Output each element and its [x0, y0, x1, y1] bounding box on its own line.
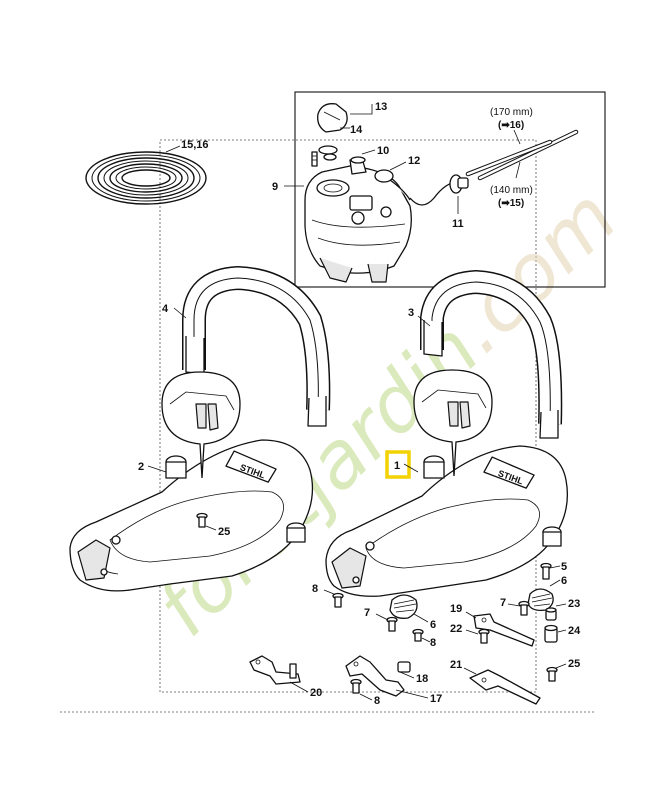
screw-8-middle-part [412, 628, 424, 642]
highlight-box-callout-1 [385, 450, 411, 479]
bracket-18-part [345, 655, 411, 697]
callout-6-right: 6 [561, 575, 567, 587]
callout-23: 23 [568, 598, 580, 610]
dim-hose-long-ref: (➡16) [498, 120, 524, 131]
screw-25-right-part [546, 666, 558, 682]
loop-handle-right-part [420, 269, 563, 439]
coiled-trimmer-line-part [85, 151, 207, 205]
callout-3: 3 [408, 307, 414, 319]
callout-6-left: 6 [430, 619, 436, 631]
dim-hose-long: (170 mm) [490, 107, 533, 118]
nut-23-part [545, 607, 557, 621]
inset-screw-part [311, 151, 318, 167]
callout-19: 19 [450, 603, 462, 615]
callout-14: 14 [350, 124, 363, 136]
callout-17: 17 [430, 693, 442, 705]
callout-10: 10 [377, 145, 389, 157]
detail-magnifier-right [413, 369, 493, 477]
dim-hose-short: (140 mm) [490, 185, 533, 196]
callout-5: 5 [561, 561, 567, 573]
callout-8-middle: 8 [430, 637, 436, 649]
callout-9: 9 [272, 181, 278, 193]
screw-7-middle-part [386, 616, 398, 632]
callout-12: 12 [408, 155, 420, 167]
callout-1: 1 [394, 460, 400, 472]
screw-8-lower-part [350, 678, 362, 694]
callout-4: 4 [162, 303, 169, 315]
callout-25-left: 25 [218, 526, 230, 538]
bracket-21-part [469, 669, 541, 705]
callout-13: 13 [375, 101, 387, 113]
spring-6-right-part [527, 588, 554, 612]
callout-24: 24 [568, 625, 581, 637]
callout-25-right: 25 [568, 658, 580, 670]
fuel-grommet-part [349, 156, 367, 175]
screw-8-upper-part [332, 592, 344, 608]
callout-21: 21 [450, 659, 462, 671]
screw-25-left-part [196, 512, 208, 528]
dim-hose-short-ref: (➡15) [498, 198, 524, 209]
callout-7-middle: 7 [364, 607, 370, 619]
callout-18: 18 [416, 673, 428, 685]
spring-6-left-part [389, 594, 418, 619]
frame-right-part: STIHL [325, 445, 569, 597]
detail-magnifier-left [161, 371, 241, 479]
callout-8-upper: 8 [312, 583, 318, 595]
frame-left-part: STIHL [69, 439, 314, 592]
callout-20: 20 [310, 687, 322, 699]
sleeve-24-part [544, 624, 558, 643]
screw-22-part [478, 628, 490, 644]
tank-cap-part [317, 103, 348, 161]
callout-2: 2 [138, 461, 144, 473]
callout-11: 11 [452, 218, 464, 230]
hose-connector-part [449, 174, 469, 194]
callout-15-16: 15,16 [181, 139, 209, 151]
callout-8-lower: 8 [374, 695, 380, 707]
fuel-tank-part [304, 165, 412, 283]
callout-22: 22 [450, 623, 462, 635]
bracket-19-part [473, 613, 535, 647]
loop-handle-left-part [182, 265, 331, 427]
assembly-outline [159, 139, 537, 693]
screw-7-right-part [518, 600, 530, 616]
bracket-20-part [249, 655, 301, 685]
callout-7-right: 7 [500, 597, 506, 609]
fuel-pickup-part [374, 169, 411, 201]
screw-5-part [540, 562, 552, 580]
